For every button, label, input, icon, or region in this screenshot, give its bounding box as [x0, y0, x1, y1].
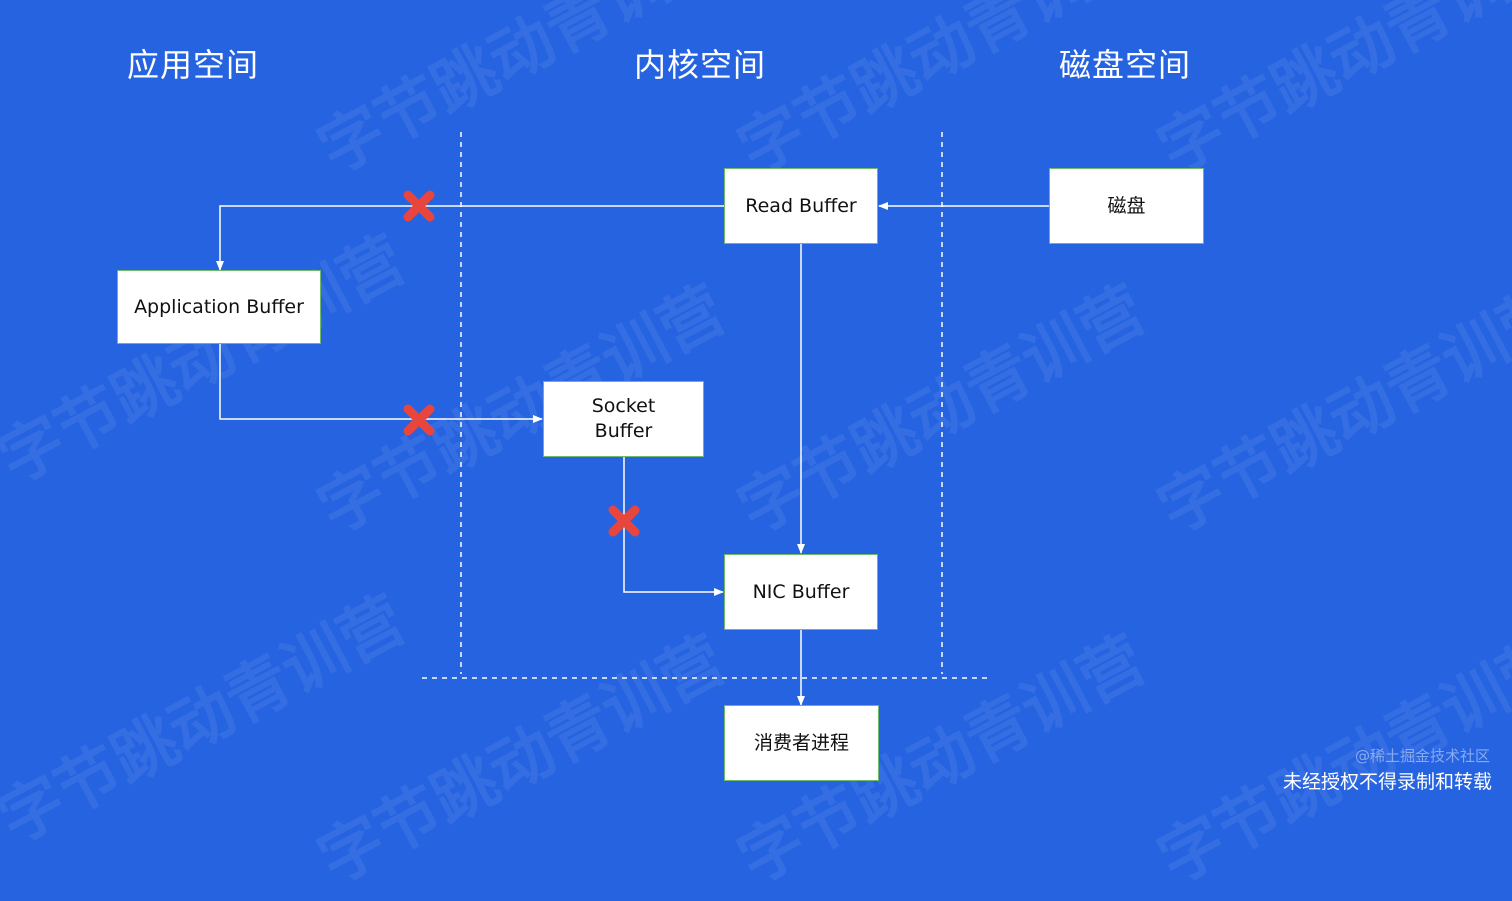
- cross-icon: [403, 190, 435, 222]
- cross-icon: [608, 505, 640, 537]
- socket-buffer-label-line2: Buffer: [594, 420, 653, 442]
- arrow-read-buffer-to-app-buffer: [216, 205, 724, 271]
- diagram-canvas: [216, 132, 1050, 706]
- application-buffer-node: Application Buffer: [117, 270, 321, 344]
- heading-app-space: 应用空间: [126, 46, 260, 84]
- nic-buffer-label: NIC Buffer: [752, 580, 850, 603]
- socket-buffer-node: Socket Buffer: [543, 381, 704, 457]
- heading-kernel-space: 内核空间: [633, 46, 767, 84]
- copyright-note: 未经授权不得录制和转载: [1282, 771, 1492, 793]
- nic-buffer-node: NIC Buffer: [724, 554, 878, 630]
- heading-disk-space: 磁盘空间: [1058, 46, 1192, 84]
- socket-buffer-label-line1: Socket: [591, 395, 656, 417]
- read-buffer-label: Read Buffer: [745, 194, 857, 217]
- disk-node: 磁盘: [1049, 168, 1204, 244]
- arrow-socket-buffer-to-nic-buffer: [623, 457, 724, 596]
- consumer-process-node: 消费者进程: [724, 705, 879, 781]
- disk-label: 磁盘: [1107, 194, 1146, 217]
- juejin-watermark: @稀土掘金技术社区: [1354, 747, 1490, 765]
- arrow-app-buffer-to-socket-buffer: [219, 344, 543, 423]
- cross-icon: [403, 404, 435, 436]
- application-buffer-label: Application Buffer: [134, 295, 304, 318]
- read-buffer-node: Read Buffer: [724, 168, 878, 244]
- consumer-process-label: 消费者进程: [753, 731, 849, 754]
